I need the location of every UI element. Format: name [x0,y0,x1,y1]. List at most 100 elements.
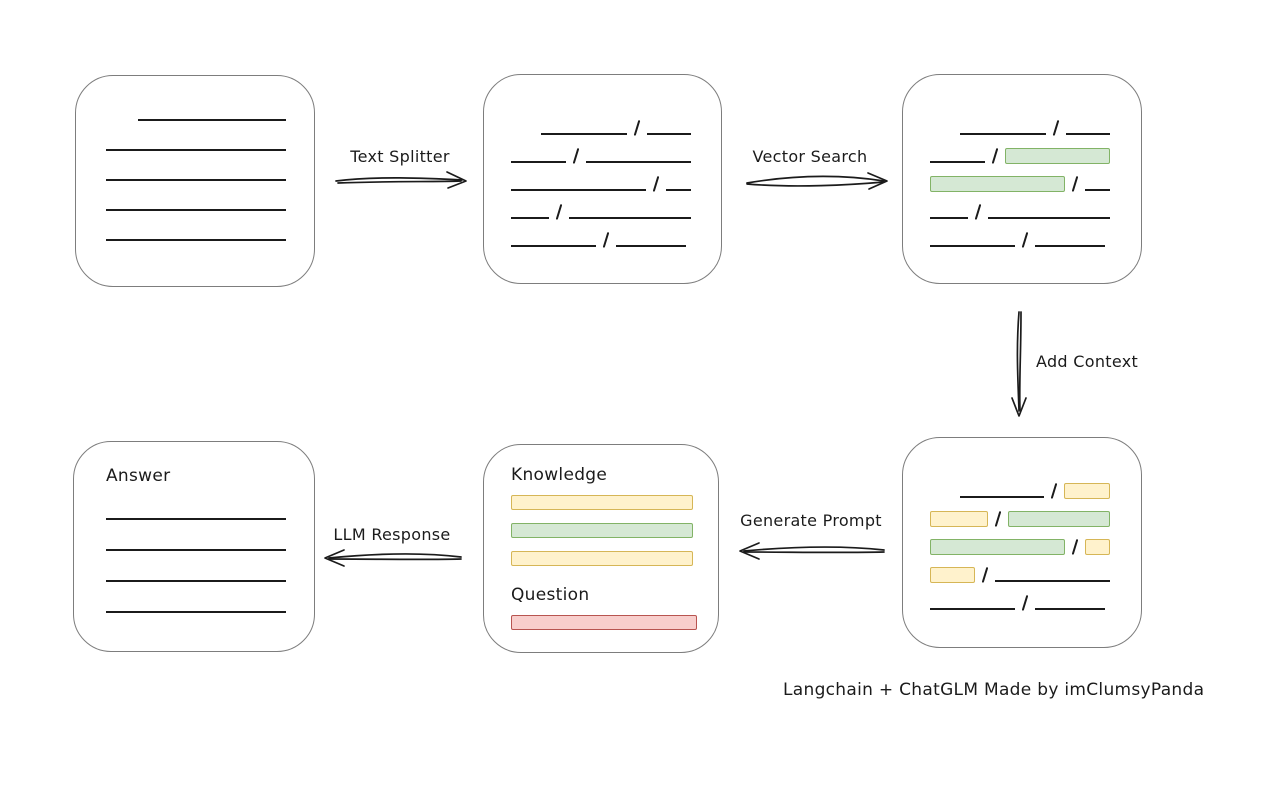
text-line [1035,608,1105,610]
chunk-row [511,175,721,192]
green-bar [511,523,693,538]
text-splitter-arrow [335,171,467,189]
slash-separator [600,231,612,248]
text-line [616,245,686,247]
generate-prompt-arrow [739,542,885,560]
text-line [988,217,1110,219]
llm-response-arrow [324,549,462,567]
slash-separator [650,175,662,192]
yellow-highlight-chip [1064,483,1110,499]
text-line [995,580,1110,582]
slash-separator [1048,482,1060,499]
text-line [106,149,286,151]
slash-separator [972,203,984,220]
slash-separator [553,203,565,220]
text-line [1066,133,1110,135]
chunk-rows [484,75,721,248]
answer-lines [106,518,314,613]
chunk-row [930,510,1141,527]
text-line [541,133,627,135]
add-context-label: Add Context [1036,352,1139,371]
question-label: Question [511,585,590,605]
green-highlight-chip [930,176,1065,192]
green-highlight-chip [1008,511,1110,527]
slash-separator [989,147,1001,164]
knowledge-label: Knowledge [511,465,608,485]
answer-label: Answer [106,466,171,486]
yellow-bar [511,495,693,510]
red-bar [511,615,697,630]
green-highlight-chip [1005,148,1110,164]
answer-node: Answer [73,441,315,652]
generate-prompt-label: Generate Prompt [740,511,882,530]
source-document-node [75,75,315,287]
text-line [106,209,286,211]
chunk-row [930,538,1141,555]
prompt-node: Knowledge Question [483,444,719,653]
text-line [106,239,286,241]
text-line [569,217,691,219]
text-line [511,245,596,247]
text-line [511,161,566,163]
text-line [106,549,286,551]
chunk-row [511,203,721,220]
llm-response-label: LLM Response [333,525,451,544]
chunk-rows [903,75,1141,248]
text-line [930,161,985,163]
slash-separator [631,119,643,136]
chunk-rows [903,438,1141,611]
slash-separator [979,566,991,583]
text-line [960,133,1046,135]
question-bars [511,615,718,630]
chunk-row [541,119,721,136]
chunk-row [930,203,1141,220]
text-line [511,217,549,219]
text-line [930,217,968,219]
yellow-highlight-chip [930,567,975,583]
slash-separator [1069,538,1081,555]
text-line [1085,189,1110,191]
chunk-row [930,594,1141,611]
knowledge-bars [511,495,718,566]
yellow-highlight-chip [1085,539,1110,555]
text-line [106,611,286,613]
slash-separator [1019,231,1031,248]
green-highlight-chip [930,539,1065,555]
split-chunks-node [483,74,722,284]
text-line [586,161,691,163]
chunk-row [930,231,1141,248]
slash-separator [1050,119,1062,136]
context-chunks-node [902,437,1142,648]
text-splitter-label: Text Splitter [350,147,450,166]
text-line [930,608,1015,610]
text-line [930,245,1015,247]
text-line [960,496,1044,498]
vector-matched-chunks-node [902,74,1142,284]
slash-separator [992,510,1004,527]
chunk-row [930,175,1141,192]
chunk-row [511,147,721,164]
yellow-highlight-chip [930,511,988,527]
text-line [647,133,691,135]
text-line [106,518,286,520]
text-line [138,119,286,121]
yellow-bar [511,551,693,566]
add-context-arrow [1011,311,1027,417]
vector-search-arrow [746,172,888,190]
text-line [106,179,286,181]
credit-caption: Langchain + ChatGLM Made by imClumsyPand… [783,680,1205,700]
vector-search-label: Vector Search [752,147,868,166]
slash-separator [1019,594,1031,611]
chunk-row [960,482,1141,499]
document-lines [76,76,314,241]
chunk-row [930,147,1141,164]
text-line [106,580,286,582]
chunk-row [960,119,1141,136]
text-line [1035,245,1105,247]
chunk-row [930,566,1141,583]
chunk-row [511,231,721,248]
slash-separator [1069,175,1081,192]
text-line [666,189,691,191]
text-line [511,189,646,191]
